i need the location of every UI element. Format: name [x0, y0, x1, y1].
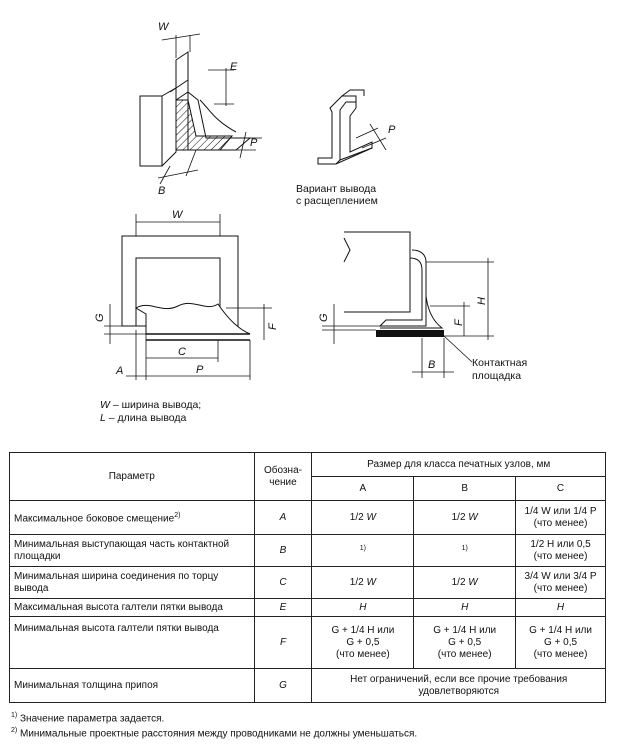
cell-class-c: 1/2 H или 0,5(что менее) — [515, 534, 606, 567]
row-designation: F — [253, 616, 313, 669]
technical-drawings: W E P B P Вариант вывода с расщеплением … — [94, 21, 527, 424]
row-param: Максимальное боковое смещение2) — [9, 500, 255, 535]
label-p-top: P — [250, 137, 258, 149]
label-a: A — [115, 365, 123, 377]
row-designation: G — [253, 668, 313, 703]
contact-caption-line2: площадка — [472, 370, 521, 382]
cell-class-a: 1/2 W — [311, 500, 415, 535]
cell-class-c: H — [515, 598, 606, 617]
cell-class-a: H — [311, 598, 415, 617]
row-param: Минимальная высота галтели пятки вывода — [9, 616, 255, 669]
label-g-side: G — [318, 313, 330, 322]
legend-w: W – ширина вывода; — [100, 399, 201, 411]
cell-class-c: 3/4 W или 3/4 P(что менее) — [515, 566, 606, 599]
label-f-front: F — [267, 322, 279, 330]
variant-caption-line1: Вариант вывода — [296, 183, 376, 195]
cell-merged: Нет ограничений, если все прочие требова… — [311, 668, 606, 703]
table-row: Максимальное боковое смещение2) A 1/2 W … — [9, 500, 606, 535]
cell-class-a: 1/2 W — [311, 566, 415, 599]
cell-class-b: 1/2 W — [413, 500, 517, 535]
label-f-side: F — [453, 318, 465, 326]
header-class-c: C — [515, 476, 606, 501]
footnote-2: 2) Минимальные проектные расстояния межд… — [11, 727, 418, 740]
label-p-variant: P — [388, 124, 396, 136]
header-size-group: Размер для класса печатных узлов, мм — [311, 452, 606, 477]
label-p-front: P — [196, 364, 204, 376]
row-param: Минимальная выступающая часть контактной… — [9, 534, 255, 567]
contact-caption-line1: Контактная — [472, 357, 527, 369]
row-param: Минимальная ширина соединения по торцу в… — [9, 566, 255, 599]
header-designation: Обозна-чение — [253, 452, 313, 501]
label-e: E — [230, 61, 238, 73]
table-row: Минимальная высота галтели пятки вывода … — [9, 616, 606, 669]
figure-split-lead: P Вариант вывода с расщеплением — [296, 89, 396, 207]
row-designation: B — [253, 534, 313, 567]
table-row: Максимальная высота галтели пятки вывода… — [9, 598, 606, 617]
header-class-b: B — [413, 476, 517, 501]
table-row: Минимальная ширина соединения по торцу в… — [9, 566, 606, 599]
table-row: Минимальная толщина припоя G Нет огранич… — [9, 668, 606, 703]
figure-isometric-fillet: W E P B — [139, 21, 262, 197]
figure-side-view: H F G B Контактная площадка — [318, 231, 527, 382]
legend-l: L – длина вывода — [100, 412, 187, 424]
cell-class-b: 1/2 W — [413, 566, 517, 599]
label-b-side: B — [428, 359, 435, 371]
cell-class-a: 1) — [311, 534, 415, 567]
label-h: H — [476, 297, 488, 305]
cell-class-b: H — [413, 598, 517, 617]
row-param: Минимальная толщина припоя — [9, 668, 255, 703]
figure-front-view: W C P A G F — [94, 209, 279, 380]
row-designation: E — [253, 598, 313, 617]
header-class-a: A — [311, 476, 415, 501]
cell-class-c: 1/4 W или 1/4 P(что менее) — [515, 500, 606, 535]
spec-table: Параметр Обозна-чение Размер для класса … — [9, 452, 606, 703]
row-param: Максимальная высота галтели пятки вывода — [9, 598, 255, 617]
label-w-front: W — [172, 209, 184, 221]
label-g-front: G — [94, 313, 106, 322]
table-row: Минимальная выступающая часть контактной… — [9, 534, 606, 567]
row-designation: C — [253, 566, 313, 599]
label-w-top: W — [158, 21, 170, 33]
footnote-1: 1) Значение параметра задается. — [11, 712, 165, 725]
variant-caption-line2: с расщеплением — [296, 195, 378, 207]
cell-class-b: 1) — [413, 534, 517, 567]
row-designation: A — [253, 500, 313, 535]
label-b: B — [158, 185, 165, 197]
header-parameter: Параметр — [9, 452, 255, 501]
label-c: C — [178, 346, 186, 358]
